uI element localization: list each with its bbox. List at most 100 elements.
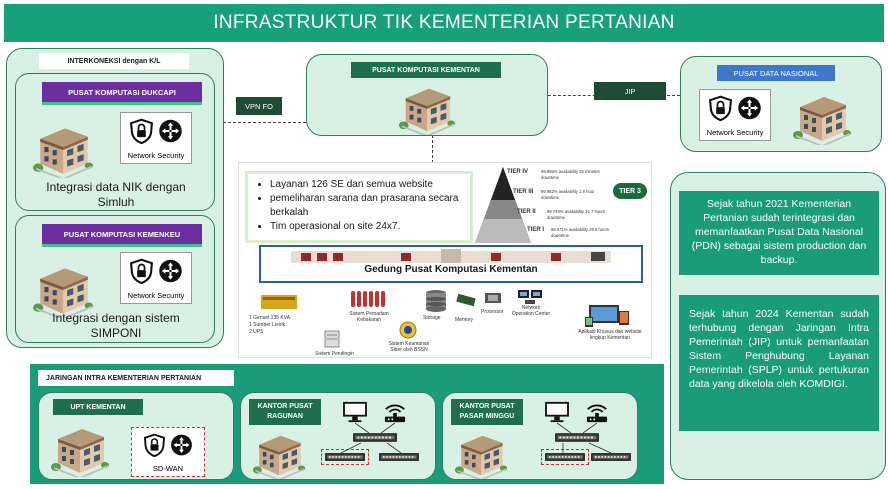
pasar-minggu-label: KANTOR PUSAT PASAR MINGGU [451, 399, 523, 425]
tier-text: 99.982% availability 1,6 hour downtime [541, 189, 595, 200]
router-icon [737, 95, 763, 121]
genset-item: 1 Sumber Listrik [249, 322, 286, 328]
jip-label: JIP [594, 82, 666, 100]
noc-label: Network Operation Center [511, 305, 551, 317]
connection-lines [556, 422, 612, 454]
caption-line: SIMPONI [90, 326, 142, 340]
pc-icon [341, 401, 369, 423]
building-icon [30, 116, 96, 178]
genset-icon [261, 295, 297, 309]
processor-label: Processor [481, 309, 504, 315]
network-security-label: Network Security [127, 291, 185, 300]
genset-list: 1 Genset 135 KVA 1 Sumber Listrik 2 UPS [249, 315, 290, 336]
info-panel: Sejak tahun 2021 Kementerian Pertanian s… [670, 172, 886, 480]
tier-name: TIER I [527, 227, 545, 233]
pdn-info-box: Sejak tahun 2021 Kementerian Pertanian s… [679, 191, 879, 275]
memory-icon [456, 293, 476, 307]
processor-icon [485, 293, 501, 303]
router-icon [170, 433, 194, 457]
connector-line [432, 135, 433, 163]
vpn-fo-label: VPN FO [236, 97, 282, 115]
kemenkeu-box: PUSAT KOMPUTASI KEMENKEU Network Securit… [15, 215, 215, 343]
router-icon [158, 258, 184, 284]
building-icon [49, 417, 111, 477]
bullet-item: Layanan 126 SE dan semua website [270, 178, 464, 192]
wifi-router-icon [381, 401, 409, 423]
building-icon [791, 85, 853, 145]
lock-shield-icon [708, 95, 734, 121]
building-icon [251, 425, 307, 479]
tier-name: TIER III [513, 189, 534, 195]
lock-shield-icon [129, 118, 155, 144]
tier-name: TIER II [517, 209, 536, 215]
pc-icon [543, 401, 571, 423]
network-security-box: Network Security [699, 89, 771, 141]
fire-suppression-icon [351, 291, 385, 307]
network-security-box: Network Security [120, 252, 192, 304]
lock-shield-icon [143, 433, 167, 457]
cooling-icon [324, 330, 340, 348]
caption-line: Integrasi data NIK dengan [46, 180, 186, 194]
lock-shield-icon [129, 258, 155, 284]
bullet-item: pemeliharan sarana dan prasarana secara [270, 192, 464, 206]
tier-text: 99.749% availability 22.7 hours downtime [547, 209, 605, 220]
building-icon [397, 77, 457, 135]
network-security-box: Network Security [120, 112, 192, 164]
bullet-box: Layanan 126 SE dan semua website pemelih… [245, 171, 473, 243]
noc-icon [518, 290, 542, 304]
pusat-kementan-box: PUSAT KOMPUTASI KEMENTAN [306, 54, 548, 136]
keamanan-label: Sistem Keamanan Siber oleh BSSN [388, 341, 430, 353]
bullet-continuation: berkalah [270, 207, 309, 218]
wifi-router-icon [583, 401, 611, 423]
network-security-label: Network Security [127, 151, 185, 160]
apps-icon [585, 305, 629, 327]
ragunan-label: KANTOR PUSAT RAGUNAN [249, 399, 321, 425]
pasar-minggu-box: KANTOR PUSAT PASAR MINGGU [442, 392, 638, 480]
gedung-box: Gedung Pusat Komputasi Kementan [259, 245, 643, 283]
kemenkeu-caption: Integrasi dengan sistem SIMPONI [16, 311, 216, 341]
tier-name: TIER IV [507, 169, 529, 175]
pdn-box: PUSAT DATA NASIONAL Network Security [680, 56, 882, 152]
pusat-kementan-label: PUSAT KOMPUTASI KEMENTAN [351, 62, 501, 78]
data-center-panel: Layanan 126 SE dan semua website pemelih… [238, 162, 652, 358]
interkoneksi-label: INTERKONEKSI dengan K/L [39, 53, 189, 69]
tier-list: TIER IV 99.995% availability 25 minutes … [499, 167, 619, 243]
switch-highlight [321, 449, 369, 465]
tier-text: 99.671% availability 28.8 hours downtime [551, 227, 609, 238]
memory-label: Memory [455, 317, 474, 323]
connector-line [208, 122, 306, 123]
jaringan-label: JARINGAN INTRA KEMENTERIAN PERTANIAN [38, 370, 234, 386]
bssn-icon [399, 321, 417, 339]
dukcapil-box: PUSAT KOMPUTASI DUKCAPI Network Security… [15, 73, 215, 211]
page-title: INFRASTRUKTUR TIK KEMENTERIAN PERTANIAN [4, 4, 884, 42]
building-icon [30, 256, 96, 318]
upt-label: UPT KEMENTAN [53, 399, 143, 415]
caption-line: Integrasi dengan sistem [52, 311, 180, 325]
switch-highlight [541, 449, 589, 465]
label-line: PASAR MINGGU [459, 413, 515, 420]
kemenkeu-label: PUSAT KOMPUTASI KEMENKEU [42, 224, 202, 244]
dukcapil-caption: Integrasi data NIK dengan Simluh [16, 180, 216, 210]
storage-label: Storage [423, 315, 441, 321]
gedung-caption: Gedung Pusat Komputasi Kementan [364, 264, 538, 275]
caption-line: Simluh [97, 195, 135, 209]
upt-box: UPT KEMENTAN SD-WAN [38, 392, 234, 480]
genset-item: 2 UPS [249, 329, 264, 335]
network-security-label: Network Security [706, 128, 764, 137]
genset-item: 1 Genset 135 KVA [249, 315, 291, 321]
pemadam-label: Sistem Pemadam Kebakaran [349, 311, 389, 323]
label-line: KANTOR PUSAT [459, 403, 515, 410]
ragunan-box: KANTOR PUSAT RAGUNAN [240, 392, 436, 480]
jip-info-box: Sejak tahun 2024 Kementan sudah terhubun… [679, 295, 879, 431]
jaringan-panel: JARINGAN INTRA KEMENTERIAN PERTANIAN UPT… [30, 364, 664, 484]
pdn-label: PUSAT DATA NASIONAL [717, 65, 835, 81]
sdwan-label: SD-WAN [152, 464, 184, 473]
bullet-item: Tim operasional on site 24x7. [270, 220, 464, 234]
storage-icon [426, 290, 446, 312]
label-line: KANTOR PUSAT [257, 403, 313, 410]
tier-pyramid [475, 167, 531, 243]
pendingin-label: Sistem Pendingin [315, 351, 354, 357]
dukcapil-label: PUSAT KOMPUTASI DUKCAPI [42, 82, 202, 102]
gedung-image [291, 249, 611, 263]
building-icon [453, 425, 509, 479]
